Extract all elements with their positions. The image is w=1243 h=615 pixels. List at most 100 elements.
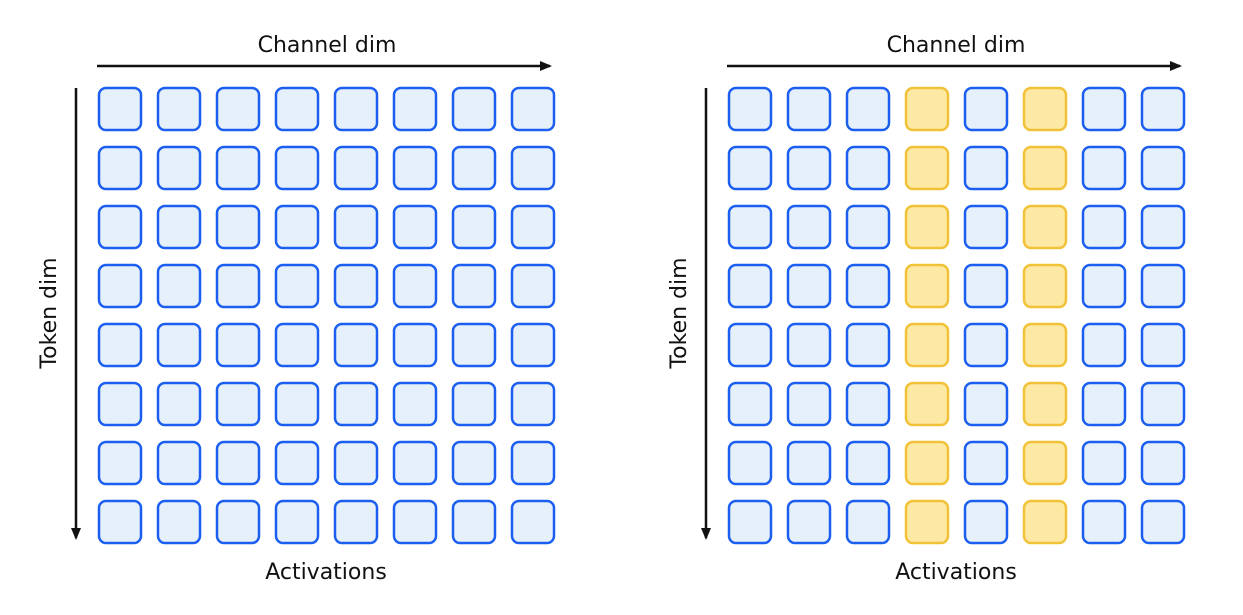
activation-cell xyxy=(333,263,379,309)
activation-cell xyxy=(963,86,1009,132)
highlighted-activation-cell xyxy=(1022,204,1068,250)
activation-cell xyxy=(510,204,556,250)
activation-cell xyxy=(845,440,891,486)
activation-cell xyxy=(963,263,1009,309)
activation-cell xyxy=(786,204,832,250)
activation-cell xyxy=(451,499,497,545)
activation-cell xyxy=(215,86,261,132)
highlighted-activation-cell xyxy=(904,263,950,309)
activation-cell xyxy=(392,86,438,132)
activation-cell xyxy=(274,86,320,132)
activation-cell xyxy=(510,322,556,368)
highlighted-activation-cell xyxy=(904,322,950,368)
channel-dim-label: Channel dim xyxy=(887,33,1026,58)
activation-cell xyxy=(392,145,438,191)
highlighted-activation-cell xyxy=(1022,145,1068,191)
activation-cell xyxy=(845,499,891,545)
activation-cell xyxy=(97,145,143,191)
activation-cell xyxy=(786,440,832,486)
activation-cell xyxy=(727,440,773,486)
activation-cell xyxy=(1081,204,1127,250)
activation-cell xyxy=(451,86,497,132)
activation-cell xyxy=(963,204,1009,250)
activation-cell xyxy=(97,86,143,132)
activation-cell xyxy=(963,499,1009,545)
activations-caption: Activations xyxy=(265,560,387,585)
highlighted-activation-cell xyxy=(904,499,950,545)
activation-cell xyxy=(845,263,891,309)
activation-cell xyxy=(333,440,379,486)
activation-cell xyxy=(156,499,202,545)
activation-cell xyxy=(1081,440,1127,486)
activation-cell xyxy=(1140,499,1186,545)
activation-grid xyxy=(97,86,556,545)
activation-cell xyxy=(274,381,320,427)
activation-cell xyxy=(451,263,497,309)
highlighted-activation-cell xyxy=(904,440,950,486)
highlighted-activation-cell xyxy=(1022,381,1068,427)
activation-cell xyxy=(845,204,891,250)
activation-cell xyxy=(786,263,832,309)
activation-cell xyxy=(156,204,202,250)
activation-cell xyxy=(274,322,320,368)
highlighted-activation-cell xyxy=(1022,263,1068,309)
activation-cell xyxy=(215,322,261,368)
activation-cell xyxy=(156,86,202,132)
activation-cell xyxy=(1140,263,1186,309)
activation-cell xyxy=(727,204,773,250)
highlighted-activation-cell xyxy=(1022,440,1068,486)
activation-cell xyxy=(97,204,143,250)
activation-cell xyxy=(274,204,320,250)
activation-cell xyxy=(510,440,556,486)
activation-cell xyxy=(1081,499,1127,545)
activation-cell xyxy=(510,145,556,191)
activation-cell xyxy=(451,322,497,368)
activation-cell xyxy=(727,499,773,545)
activation-cell xyxy=(510,263,556,309)
activation-cell xyxy=(215,263,261,309)
activation-cell xyxy=(786,381,832,427)
activation-cell xyxy=(727,86,773,132)
activation-cell xyxy=(392,440,438,486)
activation-cell xyxy=(1081,322,1127,368)
activation-cell xyxy=(156,145,202,191)
activation-cell xyxy=(451,145,497,191)
activation-grid xyxy=(727,86,1186,545)
activation-cell xyxy=(392,499,438,545)
activation-cell xyxy=(156,263,202,309)
activation-cell xyxy=(727,381,773,427)
activation-cell xyxy=(845,145,891,191)
activation-cell xyxy=(274,145,320,191)
activation-cell xyxy=(1081,381,1127,427)
activation-cell xyxy=(97,499,143,545)
activation-cell xyxy=(727,322,773,368)
activation-cell xyxy=(215,440,261,486)
token-dim-label: Token dim xyxy=(37,257,62,369)
activation-cell xyxy=(1081,145,1127,191)
activation-cell xyxy=(97,440,143,486)
activation-cell xyxy=(963,381,1009,427)
highlighted-activation-cell xyxy=(1022,322,1068,368)
token-dim-label: Token dim xyxy=(667,257,692,369)
activation-cell xyxy=(451,381,497,427)
highlighted-activation-cell xyxy=(904,381,950,427)
activation-cell xyxy=(156,440,202,486)
highlighted-activation-cell xyxy=(1022,499,1068,545)
activation-cell xyxy=(97,263,143,309)
activation-cell xyxy=(274,499,320,545)
activation-cell xyxy=(1140,86,1186,132)
activation-cell xyxy=(333,322,379,368)
panel-right: Channel dim Token dim Activations xyxy=(667,33,1186,585)
activation-cell xyxy=(333,204,379,250)
activation-cell xyxy=(156,381,202,427)
activation-cell xyxy=(392,322,438,368)
activation-cell xyxy=(1140,145,1186,191)
panel-left: Channel dim Token dim Activations xyxy=(37,33,556,585)
activation-cell xyxy=(510,381,556,427)
activation-cell xyxy=(786,322,832,368)
activation-cell xyxy=(333,381,379,427)
activation-cell xyxy=(1140,204,1186,250)
activation-cell xyxy=(156,322,202,368)
